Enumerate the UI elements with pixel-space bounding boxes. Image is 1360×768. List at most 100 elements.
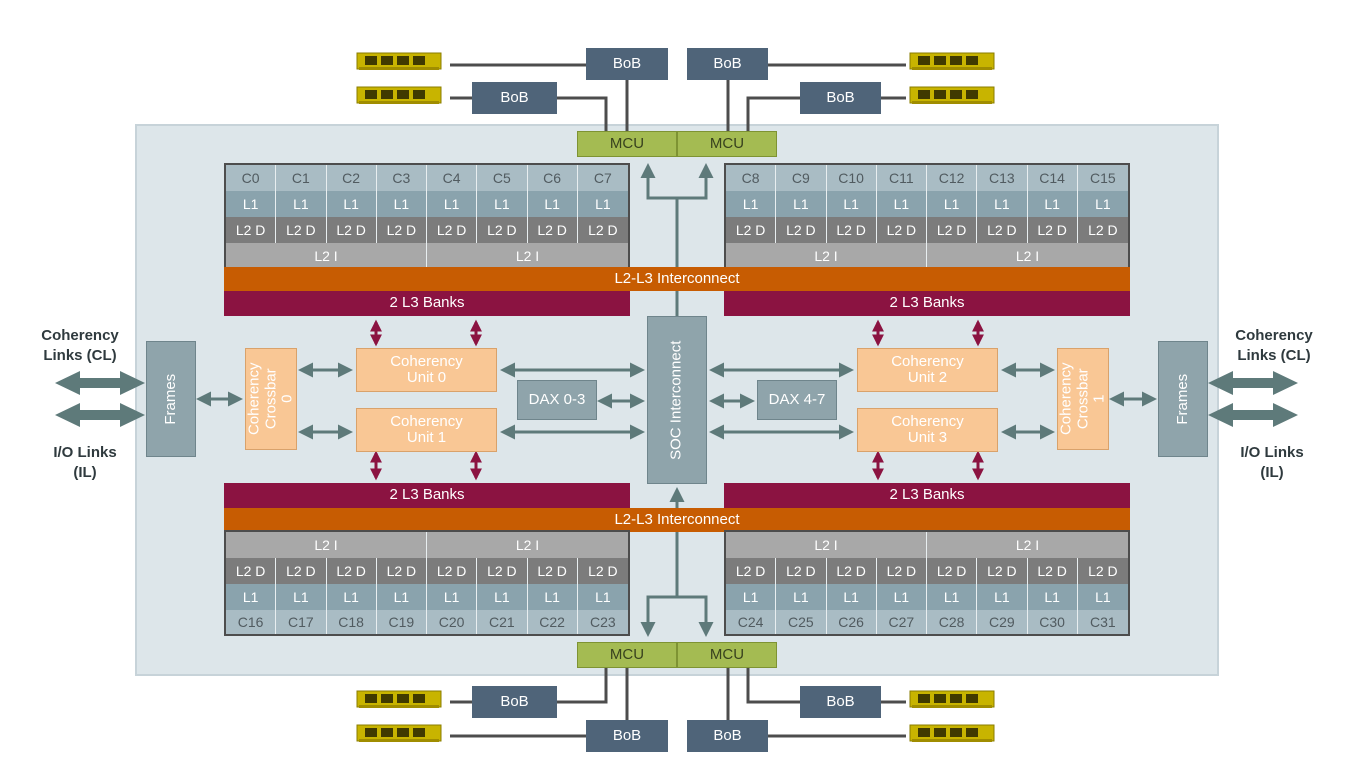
l2-data-cache-cell: L2 D <box>876 217 927 243</box>
coherency-unit-0: Coherency Unit 0 <box>356 348 497 392</box>
core-cell: C20 <box>427 610 478 634</box>
l1-cache-cell: L1 <box>876 191 927 217</box>
l2-data-cache-cell: L2 D <box>276 217 327 243</box>
dimm-icon <box>356 690 442 709</box>
bob-top-2: BoB <box>472 82 557 114</box>
l1-cache-cell: L1 <box>876 584 927 610</box>
l1-cache-cell: L1 <box>427 584 478 610</box>
dimm-icon <box>909 690 995 709</box>
core-cell: C25 <box>776 610 827 634</box>
coherency-links-left-label: Coherency Links (CL) <box>41 327 119 365</box>
core-cell: C30 <box>1027 610 1078 634</box>
l2-data-cache-cell: L2 D <box>977 558 1028 584</box>
l2-instruction-cache-cell: L2 I <box>726 532 927 558</box>
core-cell: C7 <box>577 165 628 191</box>
coherency-unit-3: Coherency Unit 3 <box>857 408 998 452</box>
crossbar-1-label: Coherency Crossbar 1 <box>1057 362 1108 436</box>
l2-data-cache-cell: L2 D <box>477 217 528 243</box>
dax-right: DAX 4-7 <box>757 380 837 420</box>
l1-cache-cell: L1 <box>577 191 628 217</box>
l1-cache-cell: L1 <box>1077 191 1128 217</box>
core-cell: C27 <box>876 610 927 634</box>
frames-right: Frames <box>1158 341 1208 457</box>
l1-cache-cell: L1 <box>577 584 628 610</box>
l2-data-cache-cell: L2 D <box>376 558 427 584</box>
l1-cache-cell: L1 <box>326 191 377 217</box>
bob-top-1: BoB <box>586 48 668 80</box>
l2-instruction-cache-cell: L2 I <box>226 532 427 558</box>
core-cell: C13 <box>977 165 1028 191</box>
core-cell: C4 <box>427 165 478 191</box>
l2-data-cache-cell: L2 D <box>826 217 877 243</box>
l1-cache-cell: L1 <box>326 584 377 610</box>
core-cell: C31 <box>1077 610 1128 634</box>
core-cell: C11 <box>876 165 927 191</box>
l2-instruction-cache-cell: L2 I <box>427 532 628 558</box>
l1-cache-cell: L1 <box>1027 191 1078 217</box>
io-links-right-label: I/O Links (IL) <box>1240 444 1304 482</box>
core-cell: C0 <box>226 165 277 191</box>
l2-data-cache-cell: L2 D <box>1077 558 1128 584</box>
l1-cache-cell: L1 <box>376 584 427 610</box>
io-links-left-label: I/O Links (IL) <box>53 444 117 482</box>
dimm-icon <box>356 724 442 743</box>
l1-cache-cell: L1 <box>1027 584 1078 610</box>
core-cell: C10 <box>826 165 877 191</box>
dimm-icon <box>909 86 995 105</box>
l1-cache-cell: L1 <box>927 191 978 217</box>
bob-bottom-2: BoB <box>586 720 668 752</box>
l1-cache-cell: L1 <box>977 191 1028 217</box>
l1-cache-cell: L1 <box>477 191 528 217</box>
l2-l3-interconnect-top: L2-L3 Interconnect <box>224 267 1130 291</box>
dimm-icon <box>356 52 442 71</box>
mcu-top-right: MCU <box>677 131 777 157</box>
l2-data-cache-cell: L2 D <box>527 217 578 243</box>
l2-data-cache-cell: L2 D <box>1027 558 1078 584</box>
l2-l3-interconnect-bottom: L2-L3 Interconnect <box>224 508 1130 532</box>
l2-data-cache-cell: L2 D <box>376 217 427 243</box>
l2-data-cache-cell: L2 D <box>326 217 377 243</box>
core-cell: C8 <box>726 165 777 191</box>
l1-cache-cell: L1 <box>726 191 777 217</box>
l2-data-cache-cell: L2 D <box>977 217 1028 243</box>
l2-instruction-cache-cell: L2 I <box>726 243 927 269</box>
l2-data-cache-cell: L2 D <box>477 558 528 584</box>
core-cell: C15 <box>1077 165 1128 191</box>
l2-data-cache-cell: L2 D <box>326 558 377 584</box>
dimm-icon <box>909 724 995 743</box>
l2-data-cache-cell: L2 D <box>427 217 478 243</box>
core-cell: C19 <box>376 610 427 634</box>
l1-cache-cell: L1 <box>826 584 877 610</box>
l2-instruction-cache-cell: L2 I <box>226 243 427 269</box>
core-cell: C29 <box>977 610 1028 634</box>
core-cell: C2 <box>326 165 377 191</box>
core-cell: C24 <box>726 610 777 634</box>
l2-data-cache-cell: L2 D <box>776 558 827 584</box>
dimm-icon <box>356 86 442 105</box>
l2-instruction-cache-cell: L2 I <box>927 532 1128 558</box>
coherency-unit-2: Coherency Unit 2 <box>857 348 998 392</box>
core-cell: C1 <box>276 165 327 191</box>
l2-data-cache-cell: L2 D <box>927 217 978 243</box>
mcu-bottom-right: MCU <box>677 642 777 668</box>
l2-instruction-cache-cell: L2 I <box>427 243 628 269</box>
core-cell: C18 <box>326 610 377 634</box>
l1-cache-cell: L1 <box>226 584 277 610</box>
l1-cache-cell: L1 <box>527 584 578 610</box>
l3-banks-bottom-right: 2 L3 Banks <box>724 483 1130 508</box>
l2-data-cache-cell: L2 D <box>776 217 827 243</box>
dimm-icon <box>909 52 995 71</box>
l2-data-cache-cell: L2 D <box>427 558 478 584</box>
bob-top-3: BoB <box>687 48 768 80</box>
